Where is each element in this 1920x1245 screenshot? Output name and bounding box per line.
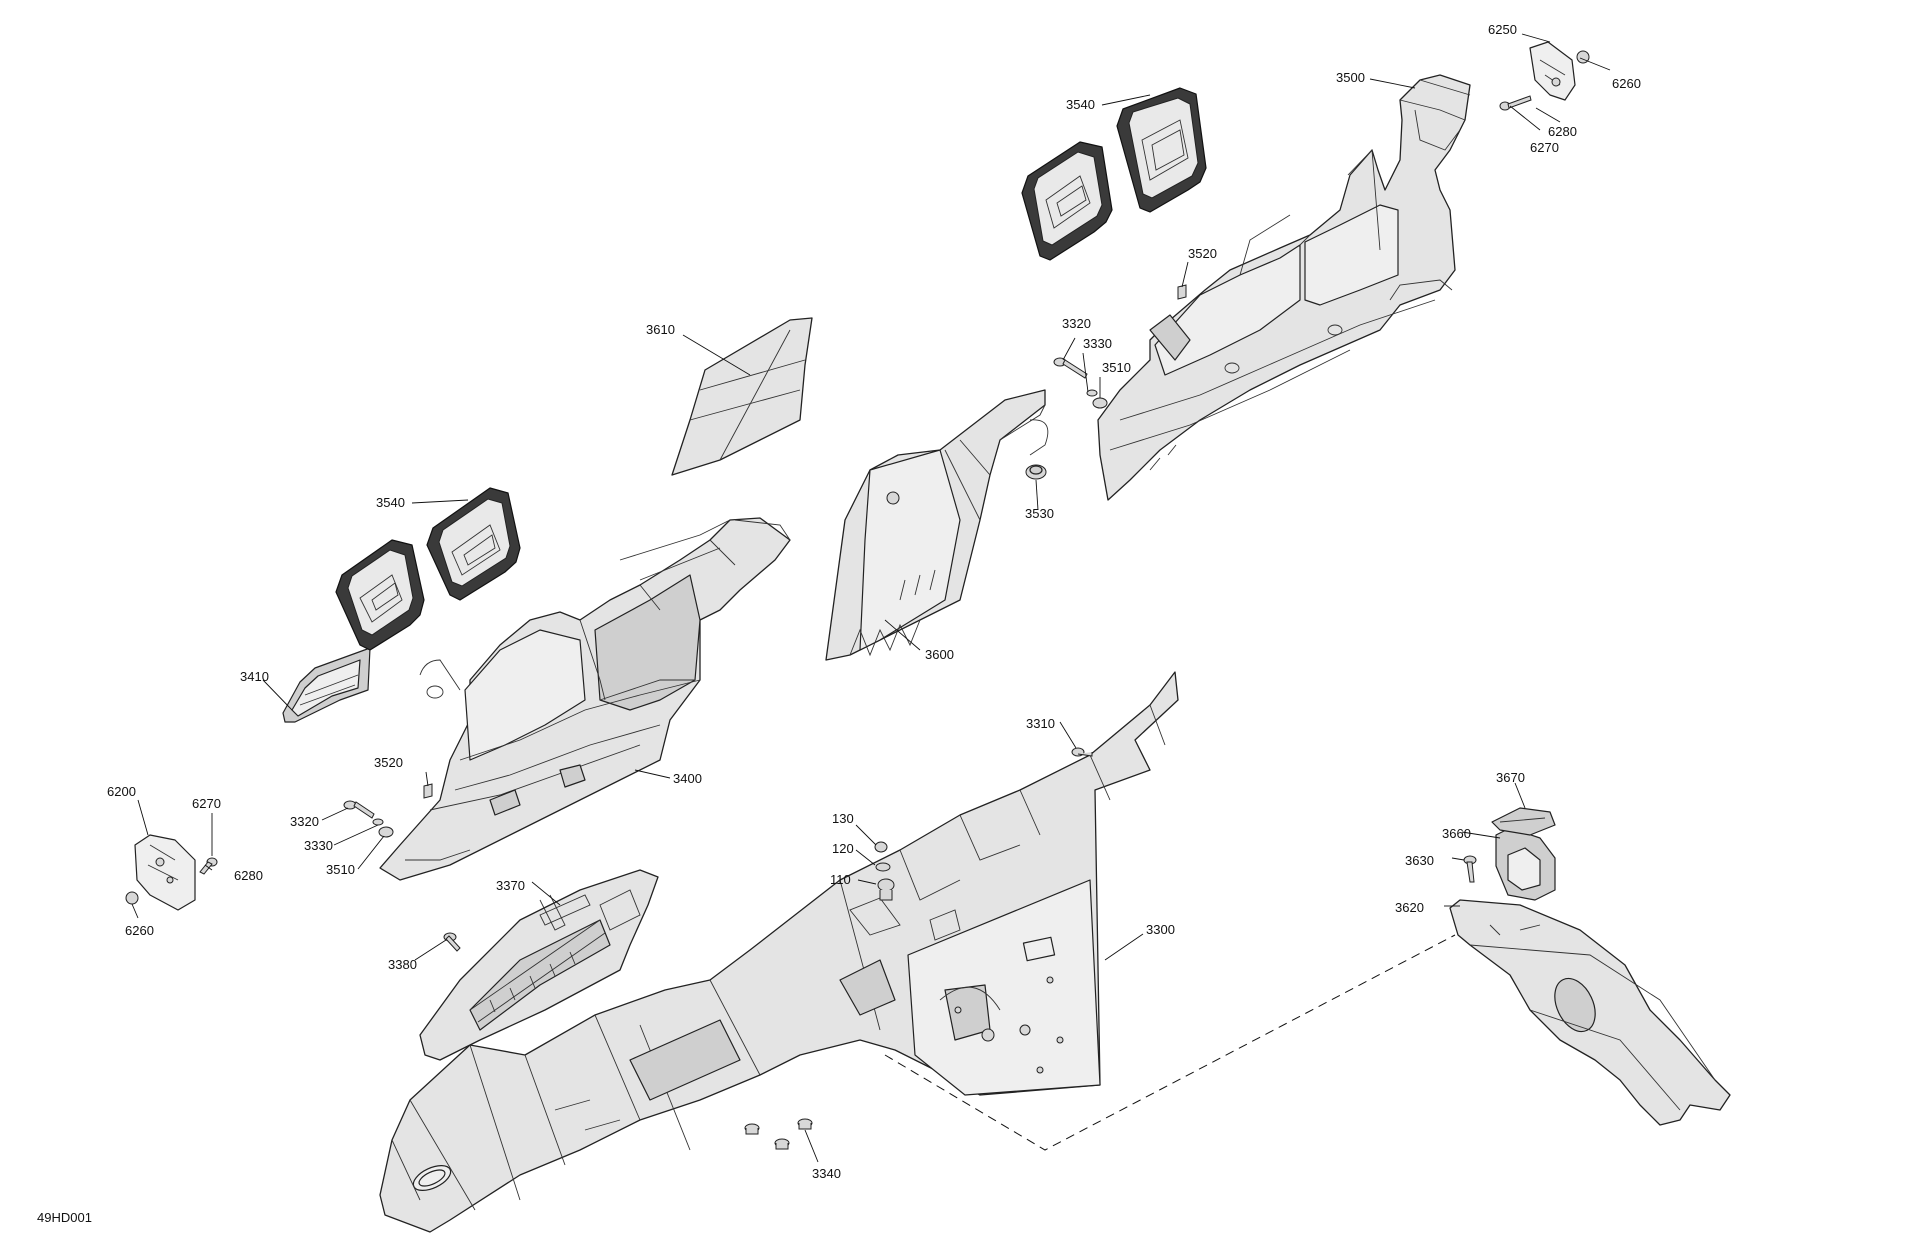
callout-3370: 3370 (496, 878, 525, 893)
leader-lines (131, 33, 1611, 1163)
callout-3660: 3660 (1442, 826, 1471, 841)
part-3400-left-housing[interactable] (379, 517, 791, 881)
callout-3520: 3520 (1188, 246, 1217, 261)
part-3660-box[interactable] (1495, 827, 1556, 901)
callout-3380: 3380 (388, 957, 417, 972)
part-6200-bracket[interactable] (134, 834, 196, 911)
part-3500-right-housing[interactable] (1097, 74, 1471, 501)
hardware-fasteners[interactable] (125, 50, 1590, 905)
callout-3510: 3510 (326, 862, 355, 877)
callout-6280: 6280 (1548, 124, 1577, 139)
part-3540-vent-left-a[interactable] (335, 539, 425, 651)
part-3300-console-frame[interactable] (379, 671, 1179, 1233)
callout-3630: 3630 (1405, 853, 1434, 868)
part-3540-vent-left-b[interactable] (426, 487, 521, 601)
callout-3600: 3600 (925, 647, 954, 662)
callout-3330: 3330 (1083, 336, 1112, 351)
callout-6270: 6270 (1530, 140, 1559, 155)
callout-3300: 3300 (1146, 922, 1175, 937)
part-3370-lower-panel[interactable] (419, 869, 659, 1061)
callout-3500: 3500 (1336, 70, 1365, 85)
callout-6270: 6270 (192, 796, 221, 811)
callout-6260: 6260 (1612, 76, 1641, 91)
callout-6200: 6200 (107, 784, 136, 799)
part-3540-vent-right-a[interactable] (1021, 141, 1113, 261)
hardware-3340-nuts[interactable] (744, 1118, 813, 1150)
part-3610-panel[interactable] (671, 317, 813, 476)
callout-3330: 3330 (304, 838, 333, 853)
callout-3540: 3540 (1066, 97, 1095, 112)
callout-120: 120 (832, 841, 854, 856)
callout-3530: 3530 (1025, 506, 1054, 521)
callout-130: 130 (832, 811, 854, 826)
part-3540-vent-right-b[interactable] (1116, 87, 1207, 213)
callout-3510: 3510 (1102, 360, 1131, 375)
callout-6250: 6250 (1488, 22, 1517, 37)
part-3600-bracket[interactable] (825, 389, 1049, 661)
callout-3620: 3620 (1395, 900, 1424, 915)
hardware-3530-grommet[interactable] (1025, 464, 1047, 480)
callout-3400: 3400 (673, 771, 702, 786)
part-3670-clip[interactable] (1491, 807, 1556, 836)
callout-3410: 3410 (240, 669, 269, 684)
callout-3670: 3670 (1496, 770, 1525, 785)
callout-labels: 6250 6260 3500 6280 6270 3540 3520 3320 … (37, 22, 1641, 1225)
callout-3520: 3520 (374, 755, 403, 770)
callout-110: 110 (830, 872, 851, 887)
hardware-3380-screw[interactable] (443, 932, 461, 952)
callout-3610: 3610 (646, 322, 675, 337)
hardware-3630-screw[interactable] (1463, 855, 1477, 883)
figure-code: 49HD001 (37, 1210, 92, 1225)
part-3410-panel[interactable] (282, 647, 371, 723)
assembly-dashed-line (884, 934, 1456, 1151)
callout-6260: 6260 (125, 923, 154, 938)
part-3620-bracket-arm[interactable] (1449, 899, 1731, 1126)
callout-6280: 6280 (234, 868, 263, 883)
callout-3310: 3310 (1026, 716, 1055, 731)
callout-3340: 3340 (812, 1166, 841, 1181)
part-6250-bracket[interactable] (1529, 41, 1576, 101)
callout-3540: 3540 (376, 495, 405, 510)
callout-3320: 3320 (290, 814, 319, 829)
callout-3320: 3320 (1062, 316, 1091, 331)
